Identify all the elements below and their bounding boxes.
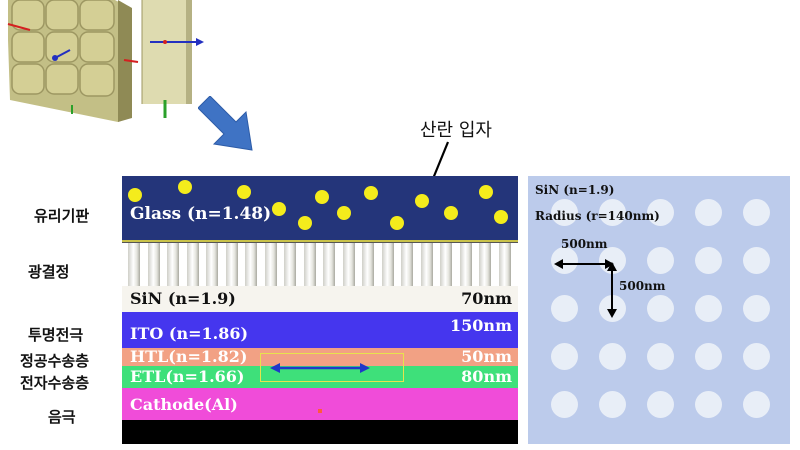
scattering-particle: [390, 216, 404, 230]
pitch-y-arrow-icon: [607, 262, 617, 318]
photonic-crystal-pillar: [479, 243, 491, 287]
ito-layer-label: ITO (n=1.86): [130, 324, 249, 343]
photonic-crystal-hole: [647, 247, 674, 274]
substrate-bottom: [122, 420, 518, 444]
photonic-crystal-hole: [551, 391, 578, 418]
photonic-crystal-hole: [599, 199, 626, 226]
htl-layer-label: HTL(n=1.82): [130, 347, 248, 366]
photonic-crystal-pillar: [303, 243, 316, 287]
scattering-particle: [272, 202, 286, 216]
crystal-radius-label: Radius (r=140nm): [535, 209, 660, 223]
scattering-particle: [494, 210, 508, 224]
label-hole-transport-layer: 정공수송층: [20, 352, 90, 370]
emission-zone-box: [260, 353, 404, 382]
pitch-x-label: 500nm: [561, 237, 608, 251]
crystal-material-label: SiN (n=1.9): [535, 183, 615, 197]
label-photonic-crystal: 광결정: [28, 263, 70, 281]
photonic-crystal-pillar: [381, 243, 394, 287]
photonic-crystal-hole: [743, 343, 770, 370]
scattering-particle: [337, 206, 351, 220]
glass-layer: Glass (n=1.48): [122, 176, 518, 240]
etl-layer-label: ETL(n=1.66): [130, 367, 245, 386]
label-glass-substrate: 유리기판: [34, 207, 90, 225]
photonic-crystal-pillar: [401, 243, 413, 287]
photonic-crystal-hole: [647, 295, 674, 322]
photonic-crystal-hole: [647, 343, 674, 370]
photonic-crystal-hole: [647, 391, 674, 418]
photonic-crystal-hole: [695, 199, 722, 226]
photonic-crystal-hole: [599, 343, 626, 370]
etl-thickness: 80nm: [461, 367, 512, 386]
sin-layer-label: SiN (n=1.9): [130, 289, 236, 308]
scattering-particle: [415, 194, 429, 208]
scattering-particle: [364, 186, 378, 200]
scattering-particle: [178, 180, 192, 194]
scattering-particle: [128, 188, 142, 202]
process-arrow-icon: [198, 96, 253, 151]
photonic-crystal-hole: [695, 295, 722, 322]
oled-layer-stack: Glass (n=1.48) SiN (n=1.9) 70nm ITO (n=1…: [122, 176, 518, 444]
photonic-crystal-hole: [647, 199, 674, 226]
photonic-crystal-layer: [122, 242, 518, 287]
scattering-particle-annotation: 산란 입자: [420, 120, 492, 141]
cathode-layer: Cathode(Al): [122, 388, 518, 420]
cathode-layer-label: Cathode(Al): [130, 395, 238, 414]
scattering-particle: [315, 190, 329, 204]
ito-thickness: 150nm: [450, 316, 512, 335]
photonic-crystal-pillar: [440, 243, 452, 287]
scattering-particle: [444, 206, 458, 220]
photonic-crystal-pillar: [245, 243, 257, 287]
photonic-crystal-hole: [743, 391, 770, 418]
3d-render-illustration: [7, 0, 204, 122]
photonic-crystal-pillar: [225, 243, 238, 287]
double-headed-arrow-icon: [270, 363, 370, 373]
photonic-crystal-pillar: [323, 243, 335, 287]
photonic-crystal-pillar: [459, 243, 472, 287]
photonic-crystal-pillar: [167, 243, 179, 287]
photonic-crystal-pillar: [420, 243, 433, 287]
photonic-crystal-hole: [551, 295, 578, 322]
photonic-crystal-hole: [695, 391, 722, 418]
htl-layer: HTL(n=1.82) 50nm: [122, 347, 518, 366]
photonic-crystal-pillar: [264, 243, 277, 287]
etl-layer: ETL(n=1.66) 80nm: [122, 366, 518, 388]
photonic-crystal-top-view: SiN (n=1.9) Radius (r=140nm) 500nm 500nm: [528, 176, 790, 444]
photonic-crystal-hole: [695, 343, 722, 370]
photonic-crystal-pillar: [206, 243, 218, 287]
photonic-crystal-pillar: [342, 243, 355, 287]
htl-thickness: 50nm: [461, 347, 512, 366]
glass-interface-line: [122, 240, 518, 242]
ito-layer: ITO (n=1.86) 150nm: [122, 312, 518, 348]
sin-layer: SiN (n=1.9) 70nm: [122, 286, 518, 312]
scattering-particle: [237, 185, 251, 199]
photonic-crystal-hole: [743, 295, 770, 322]
photonic-crystal-hole: [743, 247, 770, 274]
photonic-crystal-pillar: [186, 243, 199, 287]
photonic-crystal-pillar: [128, 243, 140, 287]
pitch-x-arrow-icon: [554, 259, 614, 269]
photonic-crystal-hole: [551, 199, 578, 226]
sin-thickness: 70nm: [461, 289, 512, 308]
scattering-particle: [298, 216, 312, 230]
photonic-crystal-pillar: [498, 243, 511, 287]
photonic-crystal-hole: [599, 391, 626, 418]
photonic-crystal-hole: [551, 343, 578, 370]
pitch-y-label: 500nm: [619, 279, 666, 293]
cathode-dot: [318, 409, 322, 413]
glass-layer-label: Glass (n=1.48): [130, 204, 272, 224]
photonic-crystal-pillar: [147, 243, 160, 287]
photonic-crystal-hole: [551, 247, 578, 274]
photonic-crystal-hole: [743, 199, 770, 226]
label-electron-transport-layer: 전자수송층: [20, 374, 90, 392]
label-cathode: 음극: [48, 408, 76, 426]
photonic-crystal-hole: [695, 247, 722, 274]
scattering-particle: [479, 185, 493, 199]
photonic-crystal-pillar: [362, 243, 374, 287]
label-transparent-electrode: 투명전극: [28, 326, 84, 344]
photonic-crystal-pillar: [284, 243, 296, 287]
